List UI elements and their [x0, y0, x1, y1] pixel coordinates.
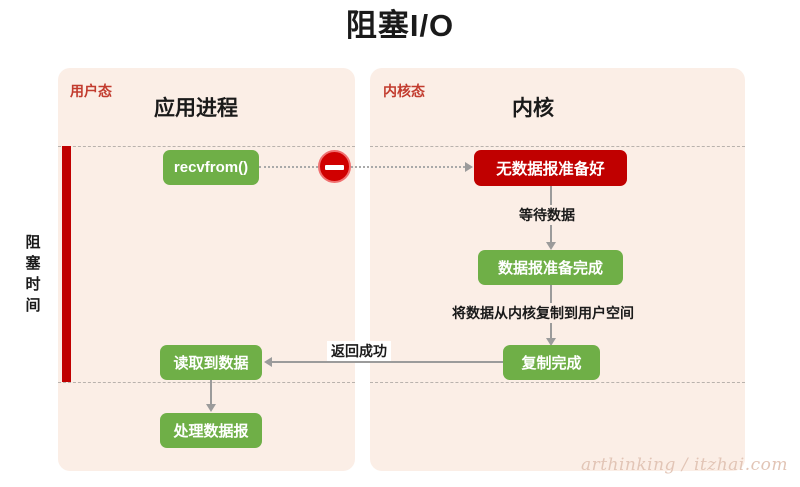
- arrowhead-to-nodata: [465, 162, 473, 172]
- edge-label-wait-data: 等待数据: [515, 205, 579, 225]
- node-copy-done[interactable]: 复制完成: [503, 345, 600, 380]
- no-entry-icon: [318, 150, 351, 183]
- node-data-read[interactable]: 读取到数据: [160, 345, 262, 380]
- arrowhead-to-dataread: [264, 357, 272, 367]
- kernel-panel-divider-top: [370, 146, 745, 147]
- blocking-time-bar: [62, 146, 71, 382]
- user-panel-divider-bottom: [58, 382, 355, 383]
- edge-block-to-nodata: [351, 166, 465, 168]
- edge-label-copy-to-user: 将数据从内核复制到用户空间: [448, 303, 638, 323]
- watermark: arthinking / itzhai.com: [580, 455, 788, 475]
- edge-label-return-ok: 返回成功: [327, 341, 391, 361]
- blocking-time-label: 阻塞时间: [25, 234, 41, 314]
- kernel-panel-divider-bottom: [370, 382, 745, 383]
- node-datagram-ready[interactable]: 数据报准备完成: [478, 250, 623, 285]
- arrowhead-to-copydone: [546, 338, 556, 346]
- kernel-state-label: 内核态: [383, 83, 425, 99]
- node-process-data[interactable]: 处理数据报: [160, 413, 262, 448]
- user-space-panel: [58, 68, 355, 471]
- page-title: 阻塞I/O: [345, 8, 455, 43]
- kernel-panel-heading: 内核: [512, 97, 554, 120]
- edge-dataread-to-process: [210, 380, 212, 406]
- edge-recvfrom-to-block: [259, 166, 318, 168]
- node-recvfrom[interactable]: recvfrom(): [163, 150, 259, 185]
- arrowhead-to-process: [206, 404, 216, 412]
- user-state-label: 用户态: [70, 83, 112, 99]
- edge-copydone-to-dataread: [272, 361, 503, 363]
- user-panel-divider-top: [58, 146, 355, 147]
- arrowhead-to-ready: [546, 242, 556, 250]
- user-panel-heading: 应用进程: [154, 97, 238, 120]
- node-no-datagram[interactable]: 无数据报准备好: [474, 150, 627, 186]
